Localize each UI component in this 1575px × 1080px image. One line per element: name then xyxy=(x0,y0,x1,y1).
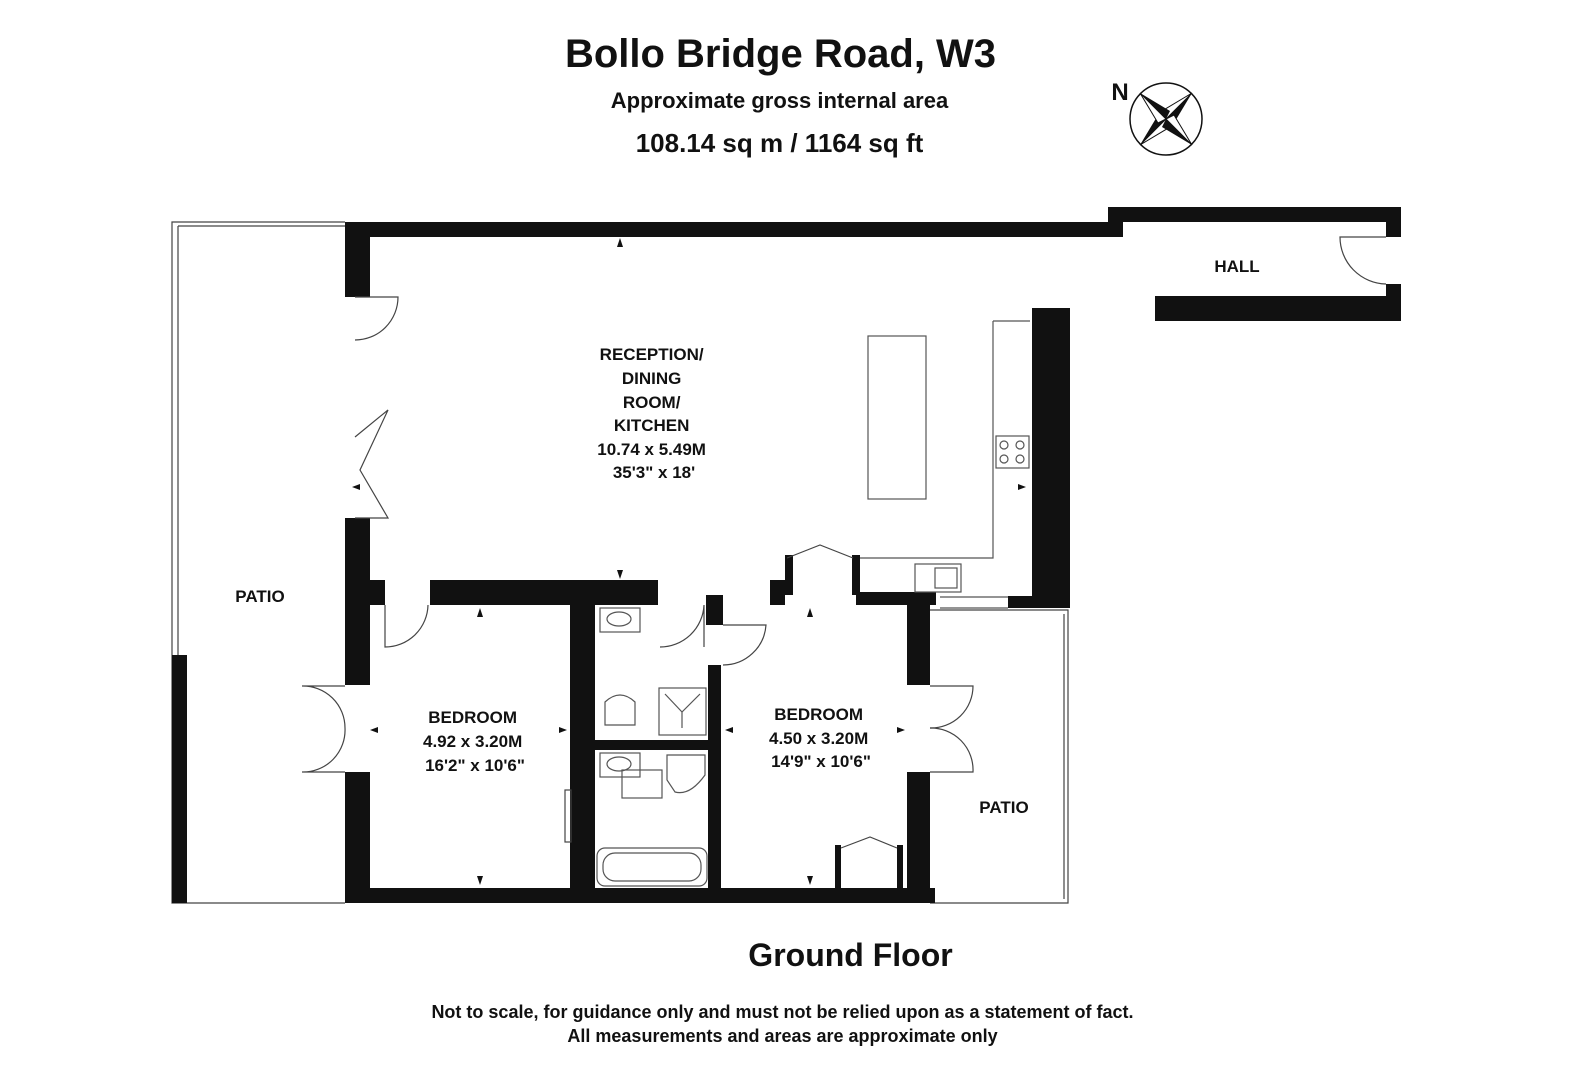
reception-line: DINING xyxy=(622,369,682,388)
shower-icon xyxy=(658,687,707,736)
room-label-hall: HALL xyxy=(1214,257,1259,276)
sink-icon xyxy=(914,563,962,593)
kitchen-island xyxy=(867,335,927,500)
floor-label: Ground Floor xyxy=(748,937,953,973)
hob-icon xyxy=(995,435,1030,469)
patio-right-outline xyxy=(930,609,1069,904)
reception-line: RECEPTION/ xyxy=(600,345,704,364)
kitchen-units xyxy=(860,320,1030,609)
plan-area: 108.14 sq m / 1164 sq ft xyxy=(635,128,924,158)
plan-title: Bollo Bridge Road, W3 xyxy=(564,32,997,76)
doors xyxy=(301,236,1387,849)
dimension-markers xyxy=(352,238,1026,885)
basin-icon xyxy=(599,607,641,633)
patio-left-outline xyxy=(171,221,345,904)
reception-dimensions-imperial: 35'3" x 18' xyxy=(613,463,695,482)
bath-icon xyxy=(596,847,708,887)
disclaimer-line-2: All measurements and areas are approxima… xyxy=(567,1026,998,1046)
reception-line: ROOM/ xyxy=(623,393,681,412)
disclaimer-line-1: Not to scale, for guidance only and must… xyxy=(431,1002,1134,1022)
room-label-patio-right: PATIO xyxy=(979,798,1028,817)
room-label-bedroom-2: BEDROOM 4.50 x 3.20M 14'9" x 10'6" xyxy=(769,705,873,771)
toilet-icon xyxy=(604,694,636,726)
plan-subtitle: Approximate gross internal area xyxy=(610,88,949,113)
walls xyxy=(345,207,1401,903)
compass-rose-icon xyxy=(1129,82,1203,156)
patio-left-wall xyxy=(172,655,187,903)
room-label-reception: RECEPTION/ DINING ROOM/ KITCHEN 10.74 x … xyxy=(597,345,710,482)
bathroom-fixtures xyxy=(596,607,708,887)
reception-line: KITCHEN xyxy=(614,416,690,435)
reception-dimensions-metric: 10.74 x 5.49M xyxy=(597,440,706,459)
room-label-bedroom-1: BEDROOM 4.92 x 3.20M 16'2" x 10'6" xyxy=(423,708,527,775)
room-label-patio-left: PATIO xyxy=(235,587,284,606)
compass-north-label: N xyxy=(1111,79,1128,106)
